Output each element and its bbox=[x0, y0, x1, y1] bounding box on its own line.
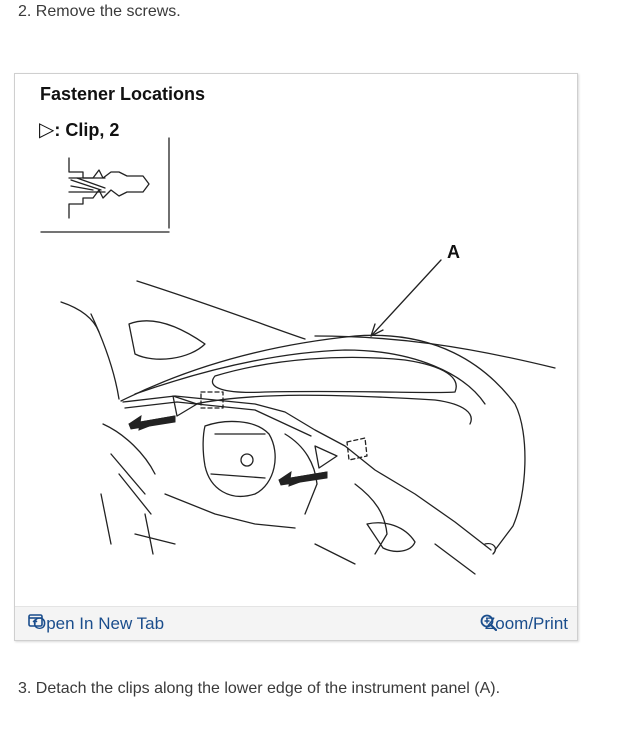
clip-legend: ▷: Clip, 2 bbox=[39, 117, 119, 142]
figure-toolbar: Open In New Tab Zoom/Print bbox=[15, 606, 577, 640]
open-in-new-tab-label: Open In New Tab bbox=[33, 614, 165, 633]
figure-panel: Fastener Locations ▷: Clip, 2 A Open In … bbox=[14, 73, 578, 641]
clip-triangle-icon: ▷ bbox=[39, 119, 55, 141]
open-in-new-tab-link[interactable]: Open In New Tab bbox=[28, 614, 164, 634]
figure-title: Fastener Locations bbox=[40, 84, 206, 104]
instrument-panel-illustration bbox=[40, 137, 556, 575]
zoom-print-link[interactable]: Zoom/Print bbox=[480, 614, 568, 634]
callout-a-label: A bbox=[447, 242, 460, 262]
step-2-text: 2. Remove the screws. bbox=[18, 3, 181, 20]
step-3-text: 3. Detach the clips along the lower edge… bbox=[18, 680, 501, 697]
zoom-print-label: Zoom/Print bbox=[484, 614, 568, 633]
clip-legend-text: : Clip, 2 bbox=[54, 120, 120, 140]
